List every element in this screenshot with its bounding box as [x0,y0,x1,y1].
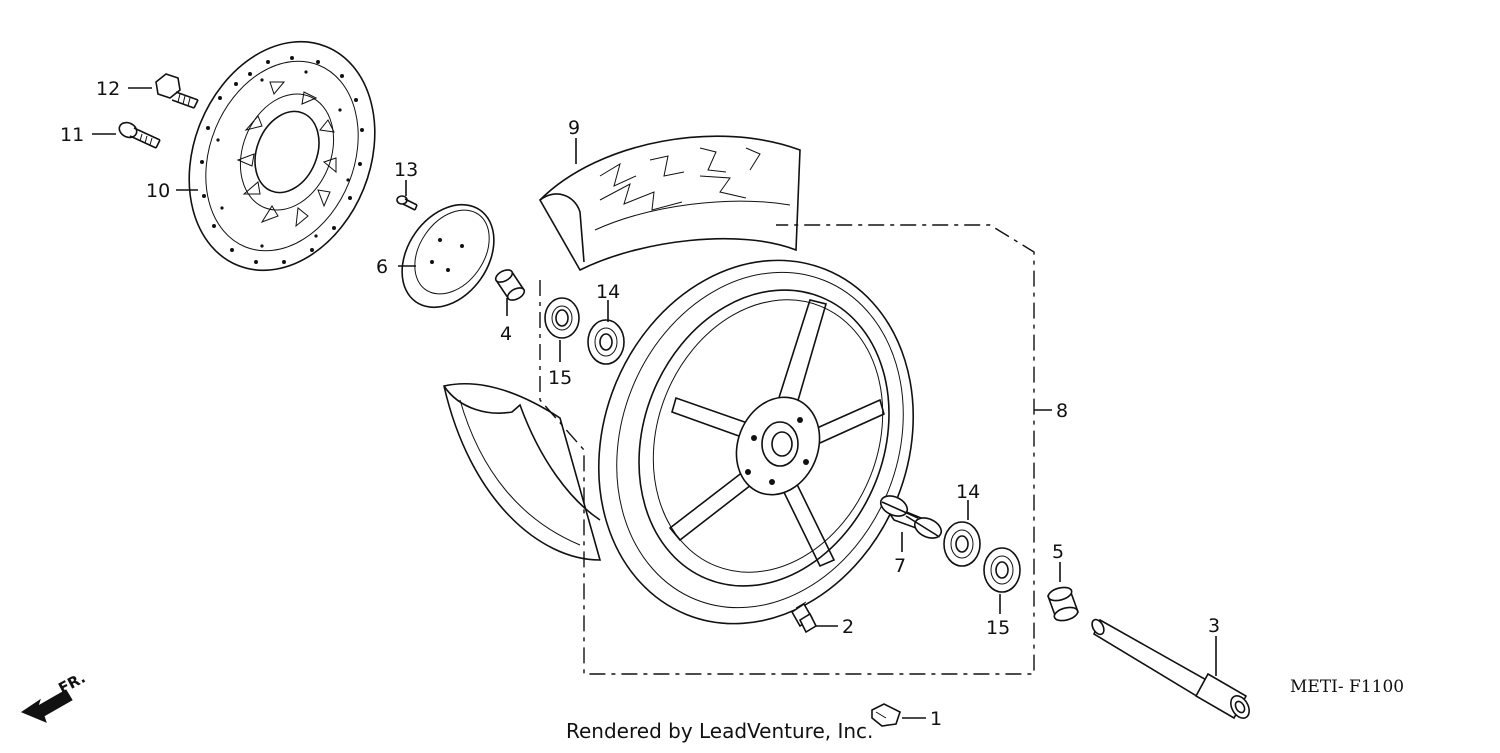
callout-7: 7 [894,555,906,577]
callout-6: 6 [376,256,388,278]
side-collar-left[interactable] [494,267,527,302]
tire-valve[interactable] [790,601,818,634]
front-direction-indicator: FR. [20,669,88,723]
callout-15-right: 15 [986,617,1010,639]
side-collar-right[interactable] [1046,585,1080,623]
callout-12: 12 [96,78,120,100]
pulser-ring[interactable] [383,187,513,325]
tire-lower-section[interactable] [443,382,602,561]
front-arrow-icon [20,689,73,723]
bearing-right-inner[interactable] [943,521,981,567]
distance-collar[interactable] [878,492,945,542]
callout-13: 13 [394,159,418,181]
callout-3: 3 [1208,615,1220,637]
callout-5: 5 [1052,541,1064,563]
render-credit: Rendered by LeadVenture, Inc. [566,719,873,743]
bearing-left-outer[interactable] [544,297,580,339]
callout-labels: 12 11 10 13 6 9 4 15 14 8 14 7 15 5 3 2 … [60,78,1220,730]
callout-8: 8 [1056,400,1068,422]
callout-15-left: 15 [548,367,572,389]
callout-4: 4 [500,323,512,345]
front-axle[interactable] [1090,618,1253,722]
callout-14-left: 14 [596,281,620,303]
callout-11: 11 [60,124,84,146]
wheel-assembly-bracket [539,224,1052,675]
brake-disc[interactable] [156,14,408,299]
screw[interactable] [396,195,418,211]
tire[interactable] [539,135,801,272]
valve-cap[interactable] [871,703,901,727]
leader-lines [92,87,1217,719]
disc-bolt-upper[interactable] [155,73,199,109]
callout-10: 10 [146,180,170,202]
bearing-right-outer[interactable] [983,547,1021,593]
diagram-code: METI- F1100 [1290,677,1404,697]
callout-2: 2 [842,616,854,638]
bearing-left-inner[interactable] [587,319,625,365]
callout-9: 9 [568,117,580,139]
disc-bolt-lower[interactable] [117,120,161,149]
callout-14-right: 14 [956,481,980,503]
callout-1: 1 [930,708,942,730]
